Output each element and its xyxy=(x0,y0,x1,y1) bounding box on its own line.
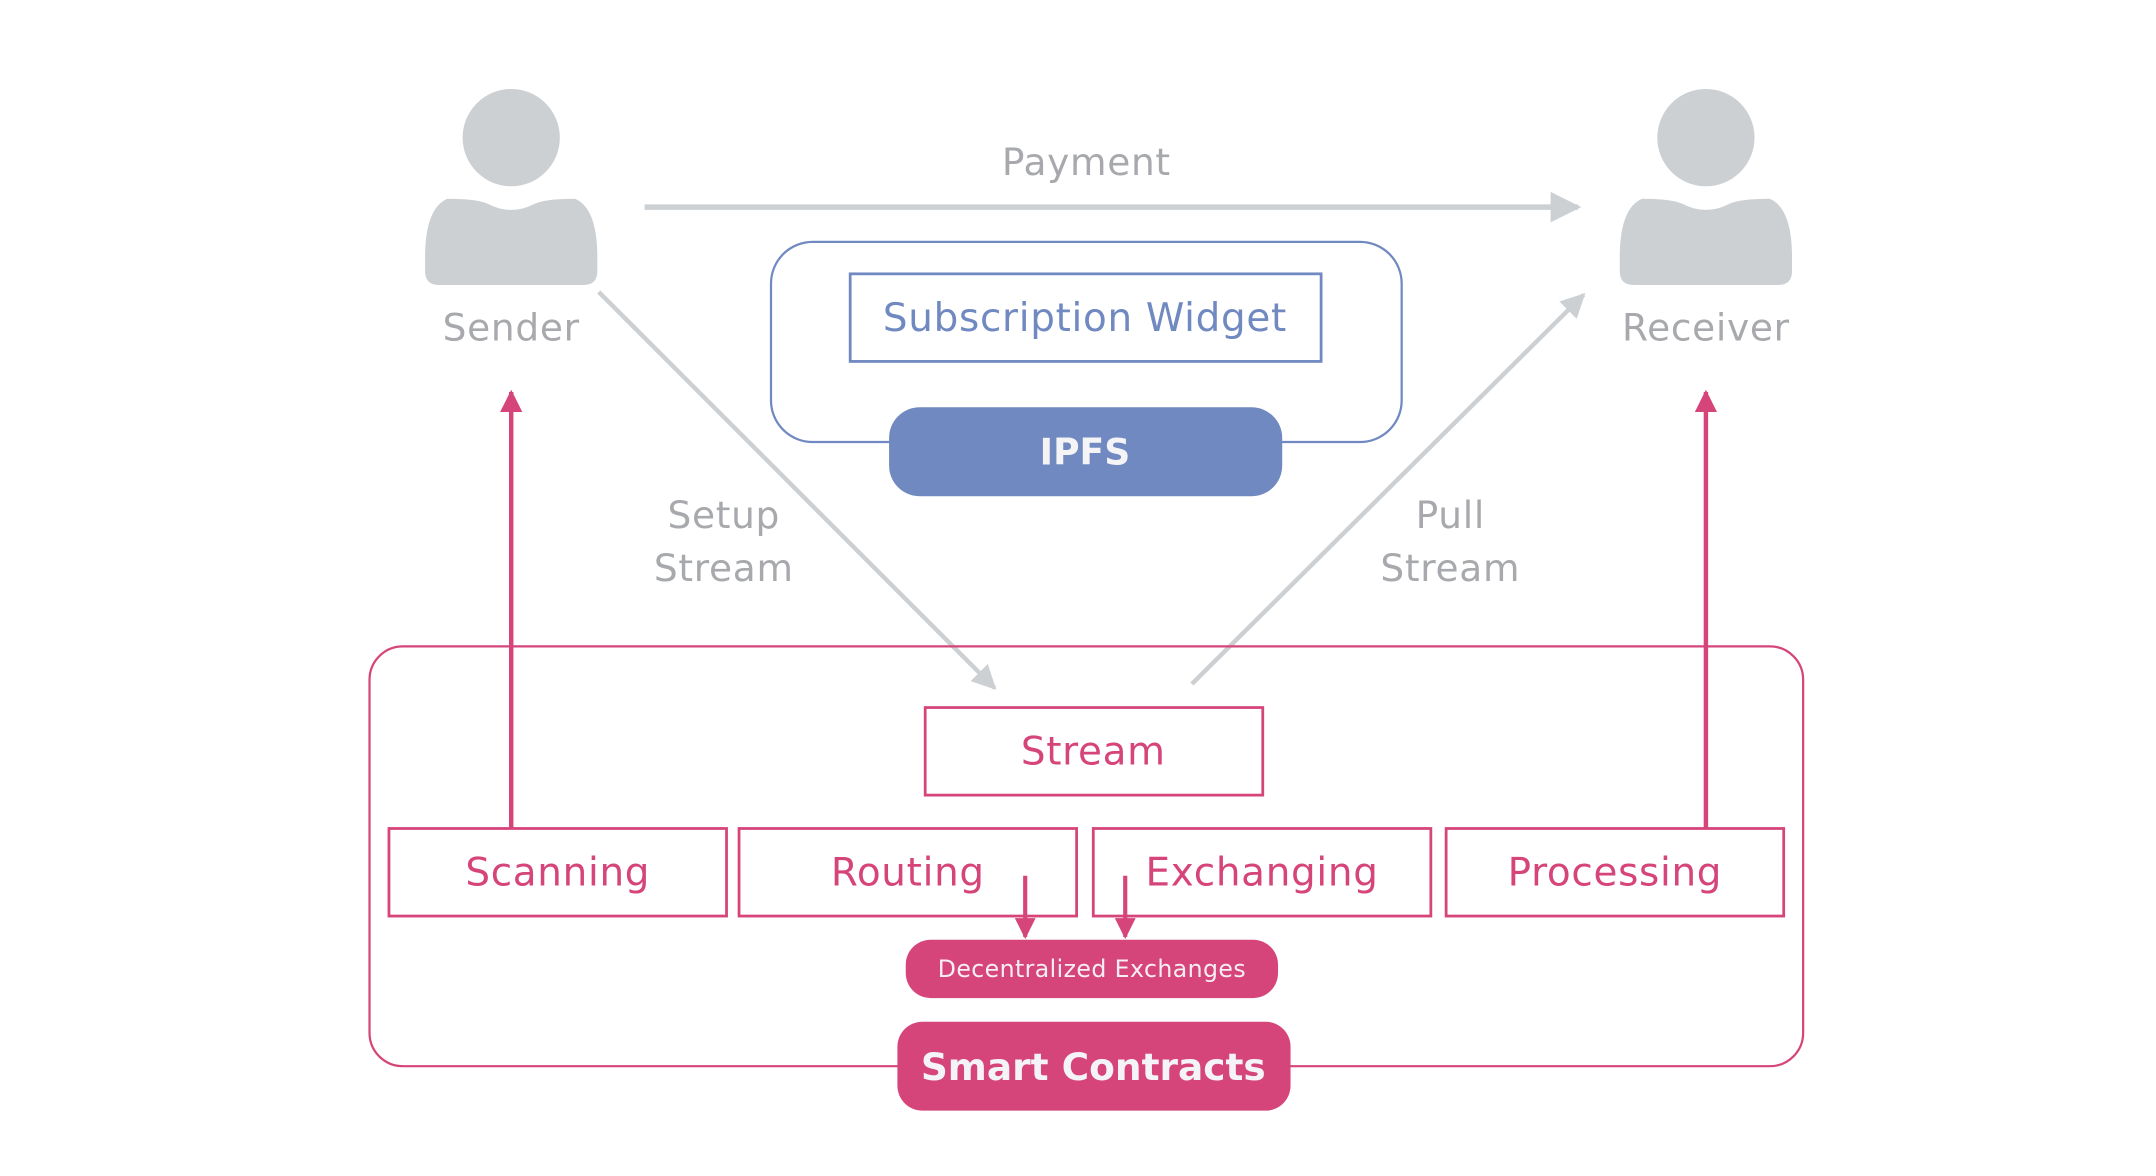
module-routing-label: Routing xyxy=(831,850,985,895)
setup-stream-label-line2: Stream xyxy=(654,546,794,590)
smart-contracts-group: Stream Scanning Routing Exchanging Proce… xyxy=(368,389,1805,1111)
receiver-label: Receiver xyxy=(1622,306,1790,350)
module-scanning-box xyxy=(387,827,728,918)
module-processing-box xyxy=(1444,827,1786,918)
dex-label: Decentralized Exchanges xyxy=(938,955,1246,983)
receiver-person-icon xyxy=(1619,88,1793,285)
setup-stream-flow: Setup Stream xyxy=(597,290,997,690)
subscription-widget-label: Subscription Widget xyxy=(883,296,1287,341)
sender-actor: Sender xyxy=(425,88,598,350)
module-exchanging-box xyxy=(1091,827,1433,918)
sender-person-icon xyxy=(425,88,598,285)
setup-stream-arrow xyxy=(597,290,997,690)
stream-box xyxy=(923,706,1265,797)
sender-label: Sender xyxy=(443,306,580,350)
ipfs-badge-label: IPFS xyxy=(1040,430,1131,473)
setup-stream-label-line1: Setup xyxy=(667,493,780,537)
pull-stream-label-line1: Pull xyxy=(1416,493,1485,537)
pull-stream-flow: Pull Stream xyxy=(1190,292,1586,686)
subscription-widget-box xyxy=(848,272,1323,363)
payment-label: Payment xyxy=(1002,140,1171,184)
module-exchanging-label: Exchanging xyxy=(1146,850,1379,895)
module-processing-label: Processing xyxy=(1508,850,1723,895)
pull-stream-arrow xyxy=(1190,292,1586,686)
pull-stream-label-line2: Stream xyxy=(1380,546,1520,590)
smart-contracts-badge xyxy=(897,1021,1291,1111)
smart-contracts-badge-label: Smart Contracts xyxy=(921,1045,1266,1089)
ipfs-group: Subscription Widget IPFS xyxy=(769,240,1403,497)
dex-badge xyxy=(905,939,1279,999)
payment-flow: Payment xyxy=(644,140,1582,223)
stream-label: Stream xyxy=(1021,730,1166,775)
receiver-actor: Receiver xyxy=(1619,88,1793,350)
module-routing-box xyxy=(737,827,1078,918)
ipfs-badge xyxy=(889,407,1283,497)
module-scanning-label: Scanning xyxy=(465,850,650,895)
